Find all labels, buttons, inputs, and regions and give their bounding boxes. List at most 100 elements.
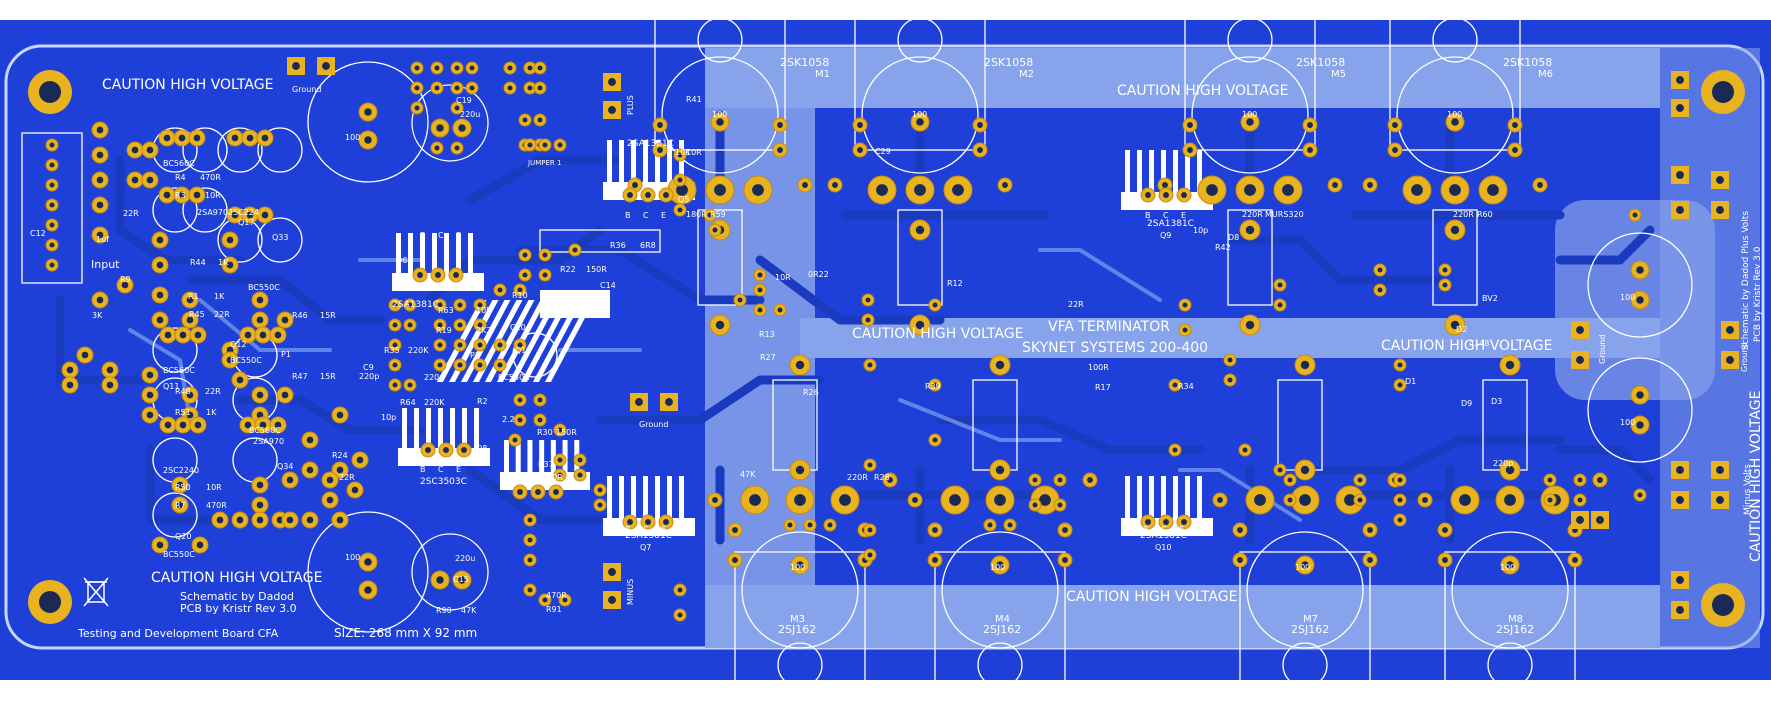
pad-hole bbox=[236, 516, 244, 524]
board-title: VFA TERMINATOR bbox=[1048, 319, 1170, 335]
pad-hole bbox=[49, 162, 55, 168]
solder-pad bbox=[533, 81, 547, 95]
pad-hole bbox=[274, 421, 282, 429]
driver-part: 2SA1381C bbox=[627, 139, 674, 149]
solder-pad bbox=[1294, 459, 1316, 481]
pad-hole bbox=[274, 331, 282, 339]
heatsink-fin bbox=[643, 476, 648, 518]
pad-hole bbox=[96, 201, 104, 209]
capacitor-value: 100 bbox=[345, 553, 360, 562]
mosfet-part: 2SK1058 bbox=[780, 56, 829, 69]
solder-pad bbox=[126, 141, 144, 159]
component-label: R91 bbox=[546, 605, 562, 614]
solder-pad bbox=[45, 238, 59, 252]
capacitor-value: 100 bbox=[790, 563, 805, 572]
pad-hole bbox=[832, 182, 838, 188]
solder-pad bbox=[1499, 459, 1521, 481]
heatsink-fin bbox=[1149, 476, 1154, 518]
solder-pad bbox=[907, 492, 923, 508]
heatsink-fin bbox=[1173, 150, 1178, 192]
solder-pad bbox=[772, 142, 788, 158]
square-pad bbox=[603, 563, 621, 581]
mosfet-part: 2SK1058 bbox=[1296, 56, 1345, 69]
solder-pad bbox=[1630, 385, 1650, 405]
solder-pad bbox=[388, 298, 402, 312]
pad-hole bbox=[522, 117, 528, 123]
pad-hole bbox=[121, 281, 129, 289]
capacitor-outline bbox=[411, 84, 489, 162]
solder-pad bbox=[1417, 492, 1433, 508]
solder-pad bbox=[1283, 493, 1297, 507]
pad-hole bbox=[392, 362, 398, 368]
pin-letter: C bbox=[1161, 525, 1167, 534]
pad-hole bbox=[1344, 494, 1356, 506]
solder-pad bbox=[158, 186, 176, 204]
pad-hole bbox=[1181, 519, 1187, 525]
mosfet-part: 2SJ162 bbox=[1291, 623, 1329, 636]
component-label: uf47 bbox=[562, 303, 580, 312]
solder-pad bbox=[410, 81, 424, 95]
pad-hole bbox=[757, 272, 763, 278]
component-label: Q33 bbox=[272, 233, 288, 242]
ground-label: Ground bbox=[1740, 343, 1749, 372]
pad-hole bbox=[715, 320, 725, 330]
pad-hole bbox=[1547, 497, 1553, 503]
component-label: R42 bbox=[1215, 243, 1231, 252]
solder-pad bbox=[403, 318, 417, 332]
mosfet-ref: M5 bbox=[1331, 69, 1346, 80]
pad-hole bbox=[677, 207, 683, 213]
pad-hole bbox=[716, 118, 724, 126]
component-label: 4148 bbox=[1469, 339, 1489, 348]
capacitor-value: 100 bbox=[990, 563, 1005, 572]
solder-pad bbox=[1353, 493, 1367, 507]
component-label: R37 bbox=[538, 460, 554, 469]
solder-pad bbox=[1633, 488, 1647, 502]
solder-pad bbox=[1444, 314, 1466, 336]
pad-hole bbox=[645, 519, 651, 525]
pad-hole bbox=[795, 360, 805, 370]
caution-label: CAUTION HIGH VOLTAGE bbox=[852, 326, 1023, 342]
pad-hole bbox=[437, 342, 443, 348]
solder-pad bbox=[1362, 177, 1378, 193]
driver-ref: Q9 bbox=[1160, 231, 1171, 240]
solder-pad bbox=[1290, 485, 1320, 515]
mosfet-outline bbox=[1184, 0, 1316, 151]
component-label: 10K bbox=[675, 148, 691, 157]
mounting-hole bbox=[28, 580, 72, 624]
pad-hole bbox=[435, 272, 441, 278]
pad-hole bbox=[1422, 497, 1428, 503]
pad-hole bbox=[458, 124, 466, 132]
pad-hole bbox=[417, 272, 423, 278]
solder-pad bbox=[269, 416, 287, 434]
copper-trace bbox=[935, 415, 1205, 455]
component-label: 470R bbox=[546, 591, 567, 600]
solder-pad bbox=[351, 451, 369, 469]
pad-hole bbox=[527, 517, 533, 523]
solder-pad bbox=[652, 142, 668, 158]
square-pad bbox=[1711, 201, 1729, 219]
pad-hole bbox=[527, 142, 533, 148]
component-label: R1 bbox=[188, 292, 199, 301]
square-pad bbox=[1591, 511, 1609, 529]
pad-hole bbox=[1676, 466, 1684, 474]
component-label: 2SA970 bbox=[197, 208, 228, 217]
caution-label: CAUTION HIGH VOLTAGE bbox=[1748, 391, 1764, 562]
resistor-outline bbox=[897, 209, 943, 306]
component-label: 220u bbox=[460, 110, 480, 119]
heatsink-fin bbox=[539, 440, 545, 472]
solder-pad bbox=[189, 326, 207, 344]
pad-hole bbox=[1576, 356, 1584, 364]
solder-pad bbox=[523, 583, 537, 597]
ground-label: Ground bbox=[292, 85, 321, 94]
component-label: R26 bbox=[803, 388, 819, 397]
solder-pad bbox=[473, 358, 487, 372]
pad-hole bbox=[867, 527, 873, 533]
capacitor-value: 100 bbox=[712, 110, 727, 119]
component-label: C15 bbox=[453, 575, 469, 584]
solder-pad bbox=[1295, 555, 1315, 575]
pad-hole bbox=[1636, 266, 1644, 274]
copper-trace bbox=[465, 465, 625, 525]
pad-hole bbox=[226, 261, 234, 269]
